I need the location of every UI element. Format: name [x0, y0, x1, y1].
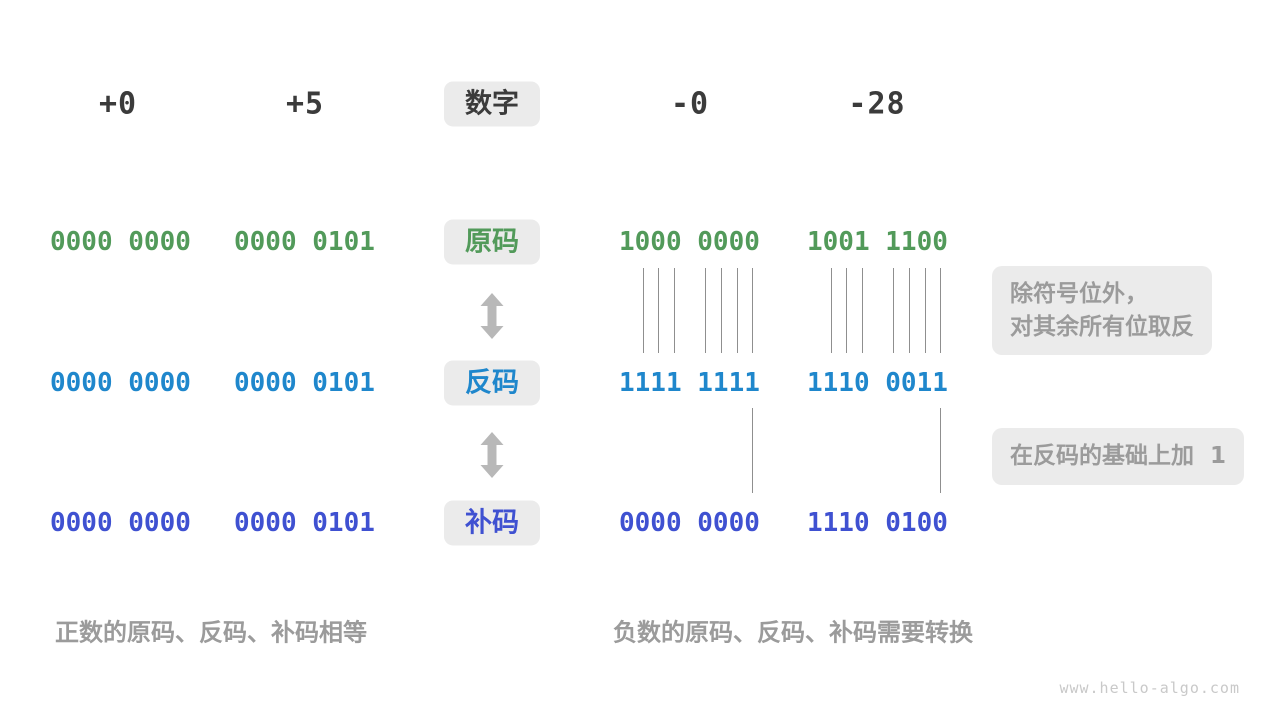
ones-complement-label-box: 反码: [444, 360, 540, 406]
add-one-tick-lines: [0, 408, 1280, 493]
bit-tick-line: [720, 268, 722, 353]
twos-complement-label-box: 补码: [444, 500, 540, 546]
sign-magnitude-minus0: 1000 0000: [619, 227, 760, 257]
header-number-minus28: -28: [848, 86, 906, 122]
bit-tick-line: [658, 268, 660, 353]
sign-magnitude-minus28: 1001 1100: [807, 227, 948, 257]
ones-complement-plus5: 0000 0101: [234, 368, 375, 398]
bit-tick-line: [940, 268, 942, 353]
bit-tick-line: [830, 268, 832, 353]
updown-arrow-icon: [480, 293, 504, 339]
bit-tick-line: [893, 268, 895, 353]
ones-complement-minus28: 1110 0011: [807, 368, 948, 398]
twos-complement-plus0: 0000 0000: [50, 508, 191, 538]
bit-tick-line: [908, 268, 910, 353]
bit-tick-line: [752, 408, 754, 493]
updown-arrow-icon: [480, 432, 504, 478]
header-number-plus5: +5: [285, 86, 325, 122]
bit-tick-line: [705, 268, 707, 353]
header-label-box: 数字: [444, 81, 540, 127]
header-number-plus0: +0: [98, 86, 138, 122]
annotation-add-one: 在反码的基础上加 1: [992, 428, 1245, 485]
bit-tick-line: [752, 268, 754, 353]
ones-complement-minus0: 1111 1111: [619, 368, 760, 398]
bit-tick-line: [924, 268, 926, 353]
annotation-line: 对其余所有位取反: [1010, 313, 1194, 340]
invert-bits-tick-lines: [0, 268, 1280, 353]
annotation-line: 除符号位外，: [1010, 281, 1148, 307]
caption-positive-numbers: 正数的原码、反码、补码相等: [55, 618, 367, 647]
twos-complement-minus0: 0000 0000: [619, 508, 760, 538]
bit-tick-line: [642, 268, 644, 353]
sign-magnitude-label-box: 原码: [444, 219, 540, 265]
ones-complement-plus0: 0000 0000: [50, 368, 191, 398]
bit-tick-line: [736, 268, 738, 353]
sign-magnitude-plus0: 0000 0000: [50, 227, 191, 257]
bit-tick-line: [846, 268, 848, 353]
bit-tick-line: [940, 408, 942, 493]
caption-negative-numbers: 负数的原码、反码、补码需要转换: [613, 618, 973, 647]
header-number-minus0: -0: [670, 86, 710, 122]
site-watermark: www.hello-algo.com: [1059, 679, 1240, 697]
annotation-line: 在反码的基础上加 1: [1010, 443, 1227, 469]
twos-complement-minus28: 1110 0100: [807, 508, 948, 538]
sign-magnitude-plus5: 0000 0101: [234, 227, 375, 257]
bit-tick-line: [673, 268, 675, 353]
twos-complement-plus5: 0000 0101: [234, 508, 375, 538]
annotation-invert-bits: 除符号位外， 对其余所有位取反: [992, 266, 1212, 356]
bit-tick-line: [861, 268, 863, 353]
